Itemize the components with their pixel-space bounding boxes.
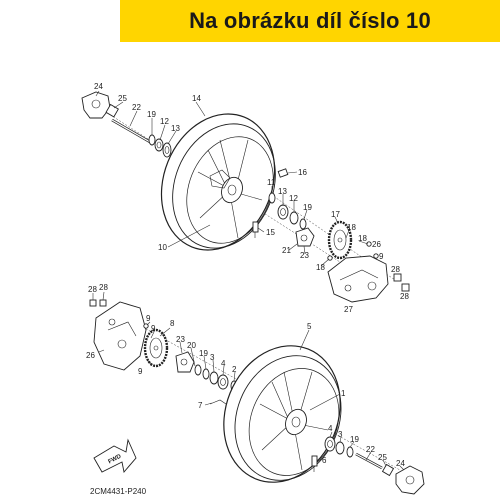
part-27-brake-caliper	[327, 255, 389, 303]
part-23-gear-unit	[175, 351, 195, 373]
part-19-collar-right	[299, 218, 307, 230]
part-18-bolt-a	[366, 241, 372, 247]
part-26-brake-caliper	[93, 301, 147, 371]
part-label: 12	[160, 117, 169, 126]
part-label: 18	[347, 223, 356, 232]
part-3-seal-right	[335, 441, 345, 455]
part-label: 26	[86, 351, 95, 360]
part-4-bearing-right	[324, 436, 336, 452]
diagram-code: 2CM4431-P240	[90, 487, 147, 496]
part-label: 28	[391, 265, 400, 274]
part-label: 13	[171, 124, 180, 133]
part-label: 18	[316, 263, 325, 272]
part-label: 6	[322, 456, 327, 465]
part-25-bolt	[105, 103, 119, 118]
part-label: 7	[198, 401, 203, 410]
part-7-clip	[209, 399, 227, 405]
part-label: 24	[94, 82, 103, 91]
part-19-collar-lower	[202, 368, 210, 380]
part-19-collar	[148, 134, 156, 146]
part-label: 17	[331, 210, 340, 219]
part-label: 10	[158, 243, 167, 252]
part-label: 24	[396, 459, 405, 468]
part-label: 23	[176, 335, 185, 344]
part-label: 19	[350, 435, 359, 444]
part-14-front-wheel	[160, 113, 276, 251]
upper-wheel-assembly	[81, 90, 410, 303]
part-label: 5	[307, 322, 312, 331]
part-label: 14	[192, 94, 201, 103]
part-label: 27	[344, 305, 353, 314]
part-28-bolt-right-a	[393, 273, 402, 282]
part-15-valve	[252, 221, 259, 238]
part-4-bearing	[217, 374, 229, 390]
part-label: 28	[88, 285, 97, 294]
part-11-spacer	[268, 192, 276, 204]
part-label: 18	[358, 234, 367, 243]
part-label: 28	[400, 292, 409, 301]
part-number-labels: 24 25 22 19 12 13 14 16 11 13 12 19 17 1…	[86, 82, 409, 468]
part-label: 22	[132, 103, 141, 112]
part-20-spacer	[194, 364, 202, 376]
part-28-bolt-left-a	[89, 299, 97, 307]
part-6-valve	[311, 455, 318, 472]
part-19-collar-right-lower	[346, 446, 354, 458]
part-label: 3	[338, 430, 343, 439]
part-label: 3	[210, 353, 215, 362]
part-13-bearing-right	[277, 204, 289, 220]
fwd-arrow-icon: FWD	[93, 438, 137, 473]
part-label: 28	[99, 283, 108, 292]
part-12-seal-right	[289, 211, 299, 225]
part-label: 8	[170, 319, 175, 328]
part-label: 12	[289, 194, 298, 203]
part-24-bracket-lower	[395, 465, 425, 495]
part-label: 19	[303, 203, 312, 212]
part-label: 1	[341, 389, 346, 398]
part-label: 9	[151, 324, 156, 333]
part-28-bolt-left-b	[99, 299, 107, 307]
part-label: 2	[232, 365, 237, 374]
part-16-weight	[277, 168, 289, 178]
banner-title: Na obrázku díl číslo 10	[189, 8, 431, 33]
part-label: 16	[298, 168, 307, 177]
part-3-seal	[209, 371, 219, 385]
part-label: 11	[267, 178, 276, 187]
part-label: 25	[118, 94, 127, 103]
part-label: 4	[221, 359, 226, 368]
part-label: 21	[282, 246, 291, 255]
part-label: 19	[199, 349, 208, 358]
part-25-bolt-lower	[381, 463, 395, 477]
part-label: 19	[147, 110, 156, 119]
part-21-gear-unit	[295, 227, 315, 247]
part-label: 26	[372, 240, 381, 249]
part-18-bolt-b	[373, 253, 379, 259]
part-17-brake-disc	[327, 220, 353, 260]
part-13-bearing	[162, 142, 172, 158]
part-8-brake-disc	[143, 328, 169, 368]
part-label: 9	[379, 252, 384, 261]
lower-wheel-assembly: FWD	[89, 291, 425, 495]
part-28-bolt-right-b	[401, 283, 410, 292]
part-22-axle-lower	[355, 452, 383, 470]
part-label: 22	[366, 445, 375, 454]
banner: Na obrázku díl číslo 10	[120, 0, 500, 42]
part-label: 9	[146, 314, 151, 323]
part-label: 9	[138, 367, 143, 376]
part-label: 13	[278, 187, 287, 196]
part-label: 23	[300, 251, 309, 260]
part-12-seal	[154, 138, 164, 152]
part-label: 15	[266, 228, 275, 237]
part-label: 4	[328, 424, 333, 433]
part-22-axle	[111, 118, 151, 144]
part-5-rear-wheel	[223, 345, 342, 483]
part-label: 20	[187, 341, 196, 350]
part-label: 25	[378, 453, 387, 462]
